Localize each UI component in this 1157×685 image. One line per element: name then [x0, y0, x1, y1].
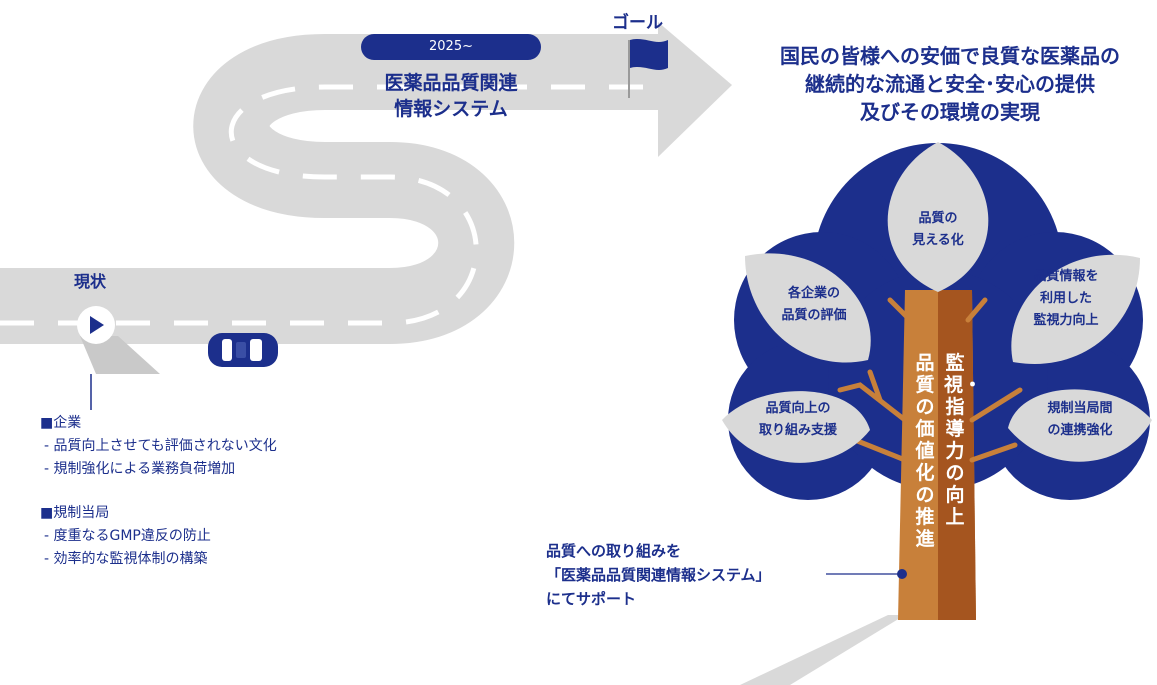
- road: [0, 22, 732, 344]
- goal-label: ゴール: [612, 13, 663, 33]
- road-lane-markings: [0, 84, 650, 326]
- leaf-company-evaluation: [745, 253, 871, 363]
- leaf-visualization: [887, 142, 989, 292]
- leaf-cooperation: [1008, 389, 1152, 462]
- issue-item: - 効率的な監視体制の構築: [44, 551, 208, 567]
- current-label: 現状: [74, 272, 107, 291]
- leaf-label-support: 品質向上の 取り組み支援: [758, 401, 837, 438]
- leaf-label-monitoring: 品質情報を 利用した 監視力向上: [1033, 269, 1099, 328]
- tree-leaves: [722, 142, 1152, 463]
- leaf-label-cooperation: 規制当局間 の連携強化: [1047, 401, 1113, 438]
- car-icon: [208, 333, 278, 367]
- issue-heading-regulator: ■規制当局: [40, 505, 110, 521]
- flag-icon: [628, 39, 668, 98]
- tree-trunk: [837, 290, 1023, 620]
- issue-item: - 規制強化による業務負荷増加: [44, 461, 236, 477]
- trunk-label-oversight: 監視・指導力の向上: [944, 352, 983, 528]
- issue-item: - 品質向上させても評価されない文化: [44, 438, 277, 454]
- year-badge: 2025~: [361, 34, 541, 60]
- issue-item: - 度重なるGMP違反の防止: [44, 528, 211, 544]
- goal-statement: 国民の皆様への安価で良質な医薬品の 継続的な流通と安全･安心の提供 及びその環境…: [780, 44, 1120, 124]
- leaf-label-company-evaluation: 各企業の 品質の評価: [781, 286, 847, 323]
- leaf-monitoring: [1011, 254, 1140, 364]
- leaf-label-visualization: 品質の 見える化: [912, 211, 964, 248]
- trunk-label-value: 品質の価値化の推進: [915, 352, 935, 550]
- system-title: 医薬品品質関連 情報システム: [384, 72, 518, 120]
- support-connector-dot: [897, 569, 907, 579]
- current-position-marker: [77, 306, 160, 410]
- leaf-support: [722, 391, 870, 463]
- play-icon: [90, 316, 104, 334]
- tree-crown: [728, 143, 1150, 500]
- ground-path: [740, 615, 905, 685]
- road-arrow-head: [658, 22, 732, 157]
- issue-heading-company: ■企業: [40, 415, 82, 431]
- support-text: 品質への取り組みを 「医薬品品質関連情報システム」 にてサポート: [546, 542, 771, 608]
